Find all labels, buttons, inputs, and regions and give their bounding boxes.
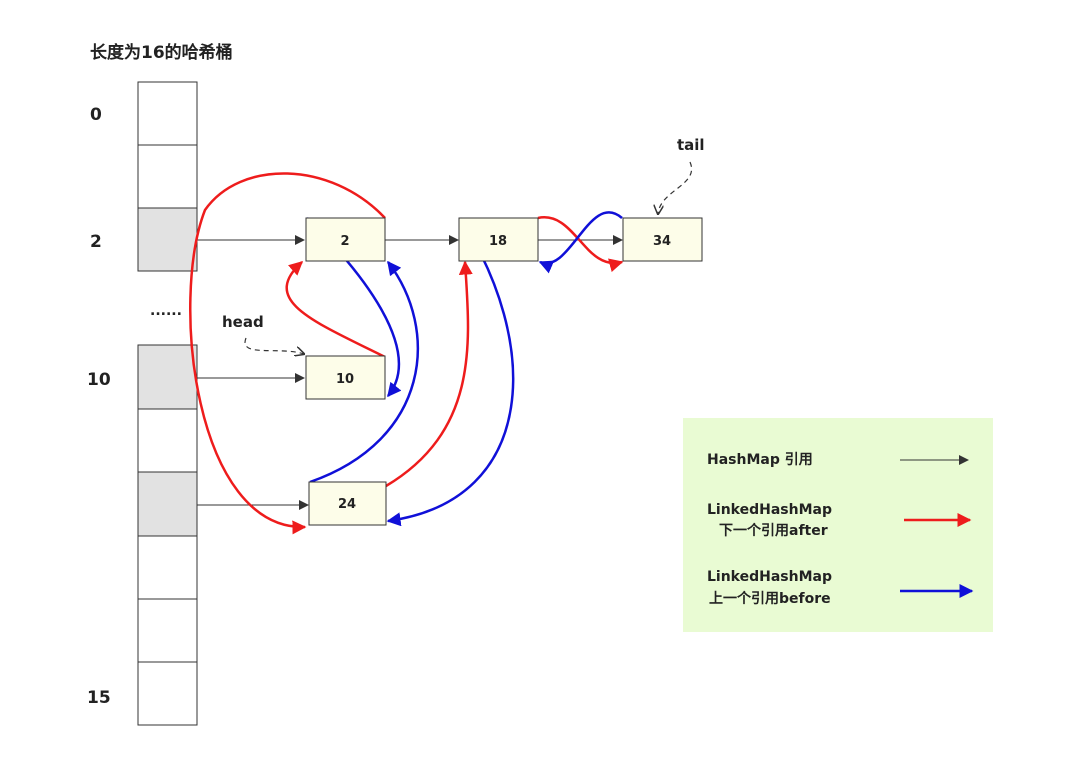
bucket-label-2: 2 <box>90 232 102 252</box>
after-link-24-to-18 <box>385 260 473 488</box>
bucket-label-0: 0 <box>90 105 102 125</box>
node-10: 10 <box>305 355 386 400</box>
bucket-cell <box>137 144 198 209</box>
legend-before-label-line1: LinkedHashMap <box>707 569 832 585</box>
bucket-cell-shaded <box>137 344 198 410</box>
node-2-label: 2 <box>340 234 349 249</box>
head-pointer-arrow <box>244 337 304 354</box>
before-link-34-to-18 <box>538 211 623 274</box>
node-34-label: 34 <box>653 234 671 249</box>
node-2: 2 <box>305 217 386 262</box>
bucket-array <box>137 81 198 726</box>
node-34: 34 <box>622 217 703 262</box>
node-18: 18 <box>458 217 539 262</box>
bucket-ellipsis: ...... <box>150 303 182 319</box>
before-link-24-to-2 <box>309 260 419 484</box>
bucket-cell <box>137 598 198 663</box>
node-24-label: 24 <box>338 497 356 512</box>
legend-background <box>683 418 993 632</box>
head-pointer-label: head <box>222 313 264 331</box>
legend: HashMap 引用 LinkedHashMap 下一个引用after Link… <box>683 418 993 632</box>
bucket-cell <box>137 81 198 146</box>
bucket-cell <box>137 408 198 473</box>
legend-after-label-line2: 下一个引用after <box>719 522 828 539</box>
after-link-18-to-34 <box>537 216 624 273</box>
legend-hashmap-label: HashMap 引用 <box>707 452 813 468</box>
after-link-2-to-24 <box>189 172 386 535</box>
after-link-10-to-2 <box>285 261 386 359</box>
node-18-label: 18 <box>489 234 507 249</box>
before-link-18-to-24 <box>386 217 515 527</box>
legend-before-label-line2: 上一个引用before <box>709 590 831 607</box>
bucket-label-10: 10 <box>87 370 111 390</box>
bucket-cell <box>137 535 198 600</box>
tail-pointer-arrow <box>658 161 693 214</box>
bucket-cell-shaded <box>137 207 198 272</box>
node-10-label: 10 <box>336 372 354 387</box>
bucket-label-15: 15 <box>87 688 111 708</box>
diagram-title: 长度为16的哈希桶 <box>90 42 233 63</box>
node-24: 24 <box>308 481 387 526</box>
bucket-cell <box>137 661 198 726</box>
legend-after-label-line1: LinkedHashMap <box>707 502 832 518</box>
bucket-cell-shaded <box>137 471 198 537</box>
tail-pointer-label: tail <box>677 136 705 154</box>
